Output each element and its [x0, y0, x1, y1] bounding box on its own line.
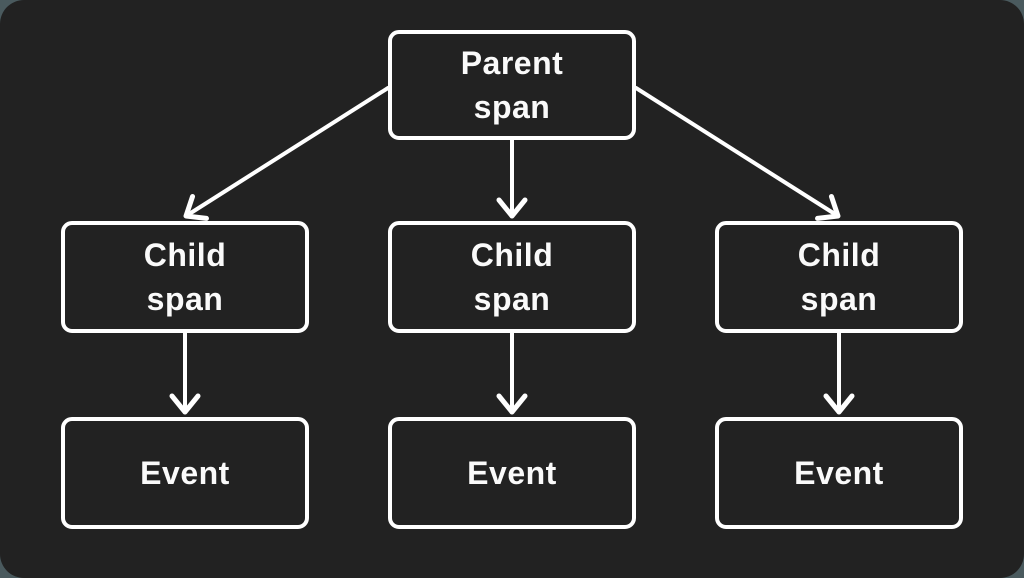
- node-event-2-label: Event: [467, 455, 557, 491]
- node-parent-span: Parent span: [388, 30, 636, 140]
- node-child-span-2: Child span: [388, 221, 636, 333]
- node-child-span-2-label: Child span: [470, 237, 554, 317]
- node-child-span-1: Child span: [61, 221, 309, 333]
- node-event-3-label: Event: [794, 455, 884, 491]
- arrow-parent-to-child-3: [634, 86, 841, 221]
- node-child-span-3-label: Child span: [797, 237, 881, 317]
- node-event-3: Event: [715, 417, 963, 529]
- arrow-parent-to-child-1: [183, 86, 390, 221]
- node-event-1-label: Event: [140, 455, 230, 491]
- node-event-1: Event: [61, 417, 309, 529]
- node-parent-span-label: Parent span: [460, 45, 564, 125]
- node-child-span-1-label: Child span: [143, 237, 227, 317]
- node-event-2: Event: [388, 417, 636, 529]
- node-child-span-3: Child span: [715, 221, 963, 333]
